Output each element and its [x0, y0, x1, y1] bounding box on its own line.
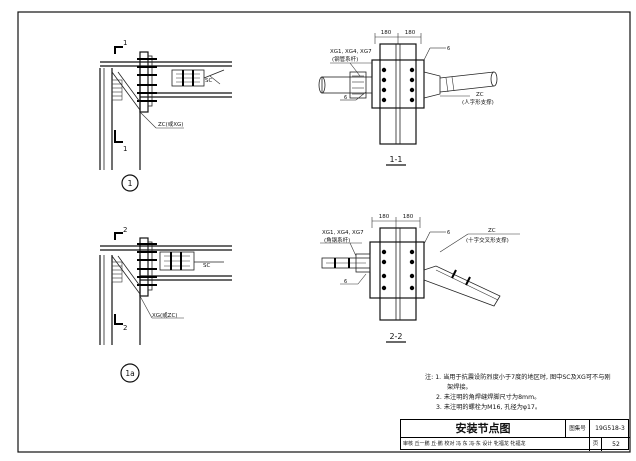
s22-section-label: 2-2	[389, 332, 402, 341]
detail1a-label-zc: XG(或ZC)	[152, 311, 177, 319]
s11-section-label: 1-1	[389, 155, 402, 164]
notes-line1: 注: 1. 当用于抗震设防烈度小于7度的地区时, 图中SC及XG可不与刚	[425, 373, 630, 383]
s11-label-zc-sub: (人字形支撑)	[462, 98, 494, 106]
s22-label-xg: XG1, XG4, XG7	[322, 230, 364, 236]
notes-line3: 3. 未注明的螺栓为M16, 孔径为φ17。	[436, 404, 542, 411]
detail1-section-mark-top: 1	[123, 39, 127, 47]
s22-dim-left: 180	[379, 214, 390, 220]
s11-label-xg: XG1, XG4, XG7	[330, 49, 372, 55]
notes-line1b: 架焊接。	[447, 384, 472, 391]
detail1-label-zc: ZC(或XG)	[158, 120, 183, 128]
detail1-label-sc: SC	[205, 78, 212, 84]
detail1-section-mark-bottom: 1	[123, 145, 127, 153]
s22-label-zc: ZC	[488, 228, 496, 234]
section-1-1: 180 180 XG1, XG4, XG7 (钢管系杆) 6	[318, 30, 498, 166]
s11-label-xg-sub: (钢管系杆)	[332, 55, 358, 63]
detail1a-circle-label: 1a	[125, 369, 134, 378]
detail1-circle	[121, 174, 139, 192]
page-number: 52	[612, 441, 620, 448]
signature-row: 审核 丘一鹏 丘·鹏 校对 冯 东 冯·东 设计 牝福龙 牝福龙	[401, 438, 590, 451]
detail1a-section-mark-bottom: 2	[123, 324, 127, 332]
s11-dim-right: 180	[405, 30, 416, 36]
detail1a-label-sc: SC	[203, 263, 210, 269]
page-label: 页	[590, 438, 602, 451]
notes-block: 注: 1. 当用于抗震设防烈度小于7度的地区时, 图中SC及XG可不与刚 架焊接…	[425, 373, 630, 413]
s22-weld-top: 6	[447, 230, 450, 236]
atlas-label: 图集号	[566, 420, 590, 438]
notes-line1-text: 1. 当用于抗震设防烈度小于7度的地区时, 图中SC及XG可不与刚	[435, 374, 611, 381]
detail1a-section-mark-top: 2	[123, 226, 127, 234]
notes-line2: 2. 未注明的角焊缝焊脚尺寸为8mm。	[436, 394, 541, 401]
drawing-title: 安装节点图	[401, 420, 566, 438]
s22-label-zc-sub: (十字交叉形支撑)	[466, 236, 509, 244]
atlas-number: 19G518-3	[590, 420, 630, 438]
notes-prefix: 注:	[425, 374, 434, 381]
detail1a-circle	[120, 363, 140, 383]
detail1-circle-label: 1	[127, 179, 132, 188]
title-block: 安装节点图 图集号 19G518-3 审核 丘一鹏 丘·鹏 校对 冯 东 冯·东…	[400, 419, 630, 451]
sheet-border	[17, 11, 631, 453]
s11-weld-bottom: 6	[344, 95, 347, 101]
detail-1: 1 SC	[99, 39, 232, 192]
section-2-2: 180 180 XG1, XG4, XG7 (角钢系杆) 6 6	[320, 214, 520, 343]
s11-dim-left: 180	[381, 30, 392, 36]
s22-dim-right: 180	[403, 214, 414, 220]
detail-1a: 2 SC XG(或ZC) 2 1a	[99, 226, 232, 383]
s11-label-zc: ZC	[476, 92, 484, 98]
s22-weld-bottom: 6	[344, 279, 347, 285]
s11-weld-top: 6	[447, 46, 450, 52]
s22-label-xg-sub: (角钢系杆)	[324, 236, 350, 244]
